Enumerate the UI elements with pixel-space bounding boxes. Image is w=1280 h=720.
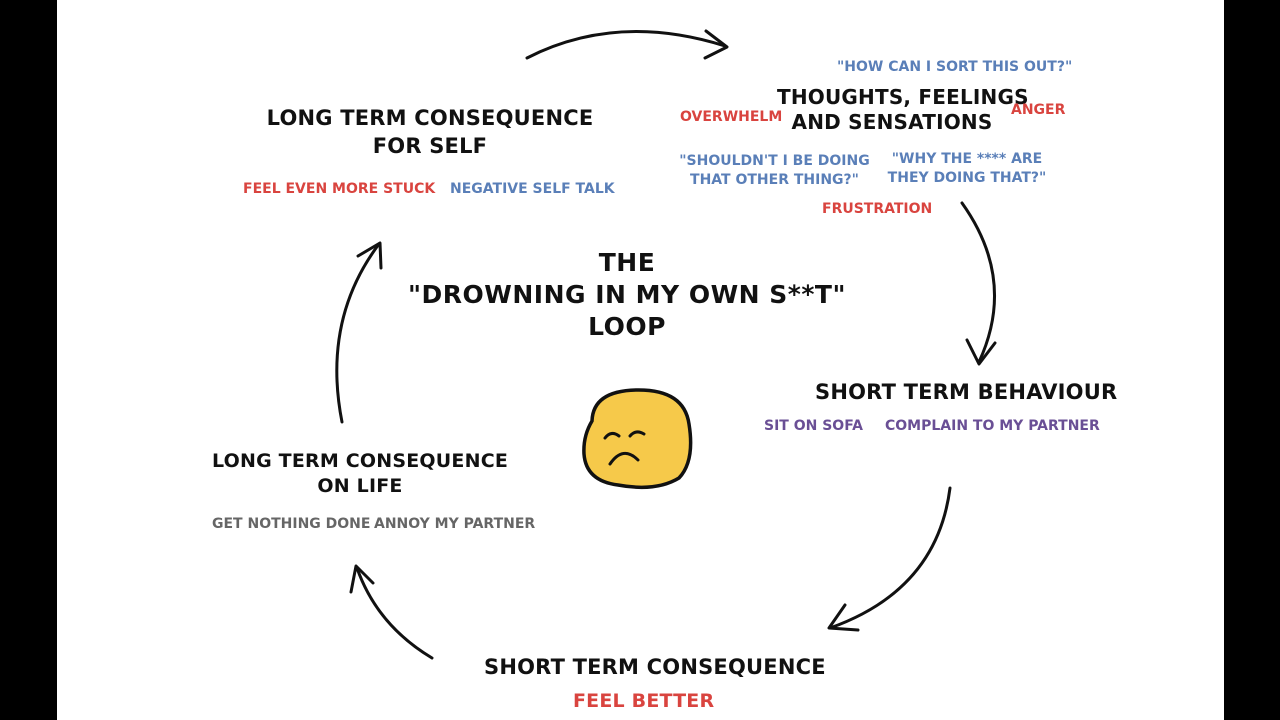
item-feel-better: FEEL BETTER [573,690,715,712]
long-term-life-heading-line2: ON LIFE [317,475,403,497]
item-complain-to-partner: COMPLAIN TO MY PARTNER [885,418,1100,434]
curved-arrow-icon [335,241,383,424]
short-term-consequence-heading: SHORT TERM CONSEQUENCE [484,655,826,679]
curved-arrow-icon [525,29,729,60]
title-line2: "DROWNING IN MY OWN S**T" [407,280,847,309]
short-term-behaviour-heading: SHORT TERM BEHAVIOUR [815,380,1118,404]
item-get-nothing-done: GET NOTHING DONE [212,516,371,532]
thought-why-the-line2: THEY DOING THAT?" [887,170,1047,186]
diagram-title: THE "DROWNING IN MY OWN S**T" LOOP [387,247,867,343]
thoughts-heading-line1: THOUGHTS, FEELINGS [777,85,1029,109]
curved-arrow-icon [960,201,997,366]
long-term-life-heading: LONG TERM CONSEQUENCE ON LIFE [205,449,515,499]
thoughts-heading-line2: AND SENSATIONS [791,110,993,134]
long-term-self-heading-line2: FOR SELF [372,134,488,158]
feeling-anger: ANGER [1011,102,1066,118]
thought-shouldnt-i: "SHOULDN'T I BE DOING THAT OTHER THING?" [677,152,872,190]
item-negative-self-talk: NEGATIVE SELF TALK [450,181,615,197]
long-term-self-heading-line1: LONG TERM CONSEQUENCE [266,106,594,130]
sad-face-icon [582,388,693,490]
thought-shouldnt-i-line2: THAT OTHER THING?" [690,172,859,188]
long-term-life-heading-line1: LONG TERM CONSEQUENCE [211,450,509,472]
thought-how-can-i-sort: "HOW CAN I SORT THIS OUT?" [837,59,1073,75]
thoughts-heading: THOUGHTS, FEELINGS AND SENSATIONS [777,85,1029,135]
thought-why-the-line1: "WHY THE **** ARE [891,151,1043,167]
thought-why-the: "WHY THE **** ARE THEY DOING THAT?" [882,150,1052,188]
item-feel-even-more-stuck: FEEL EVEN MORE STUCK [243,181,436,197]
loop-arrows [335,29,997,660]
feeling-frustration: FRUSTRATION [822,201,933,217]
title-line3: LOOP [588,312,666,341]
title-line1: THE [598,248,656,277]
feeling-overwhelm: OVERWHELM [680,109,783,125]
long-term-self-heading: LONG TERM CONSEQUENCE FOR SELF [255,104,605,160]
diagram-canvas: LONG TERM CONSEQUENCE FOR SELF FEEL EVEN… [57,0,1224,720]
curved-arrow-icon [827,486,952,632]
curved-arrow-icon [349,564,434,660]
item-sit-on-sofa: SIT ON SOFA [764,418,863,434]
item-annoy-my-partner: ANNOY MY PARTNER [374,516,536,532]
thought-shouldnt-i-line1: "SHOULDN'T I BE DOING [679,153,870,169]
